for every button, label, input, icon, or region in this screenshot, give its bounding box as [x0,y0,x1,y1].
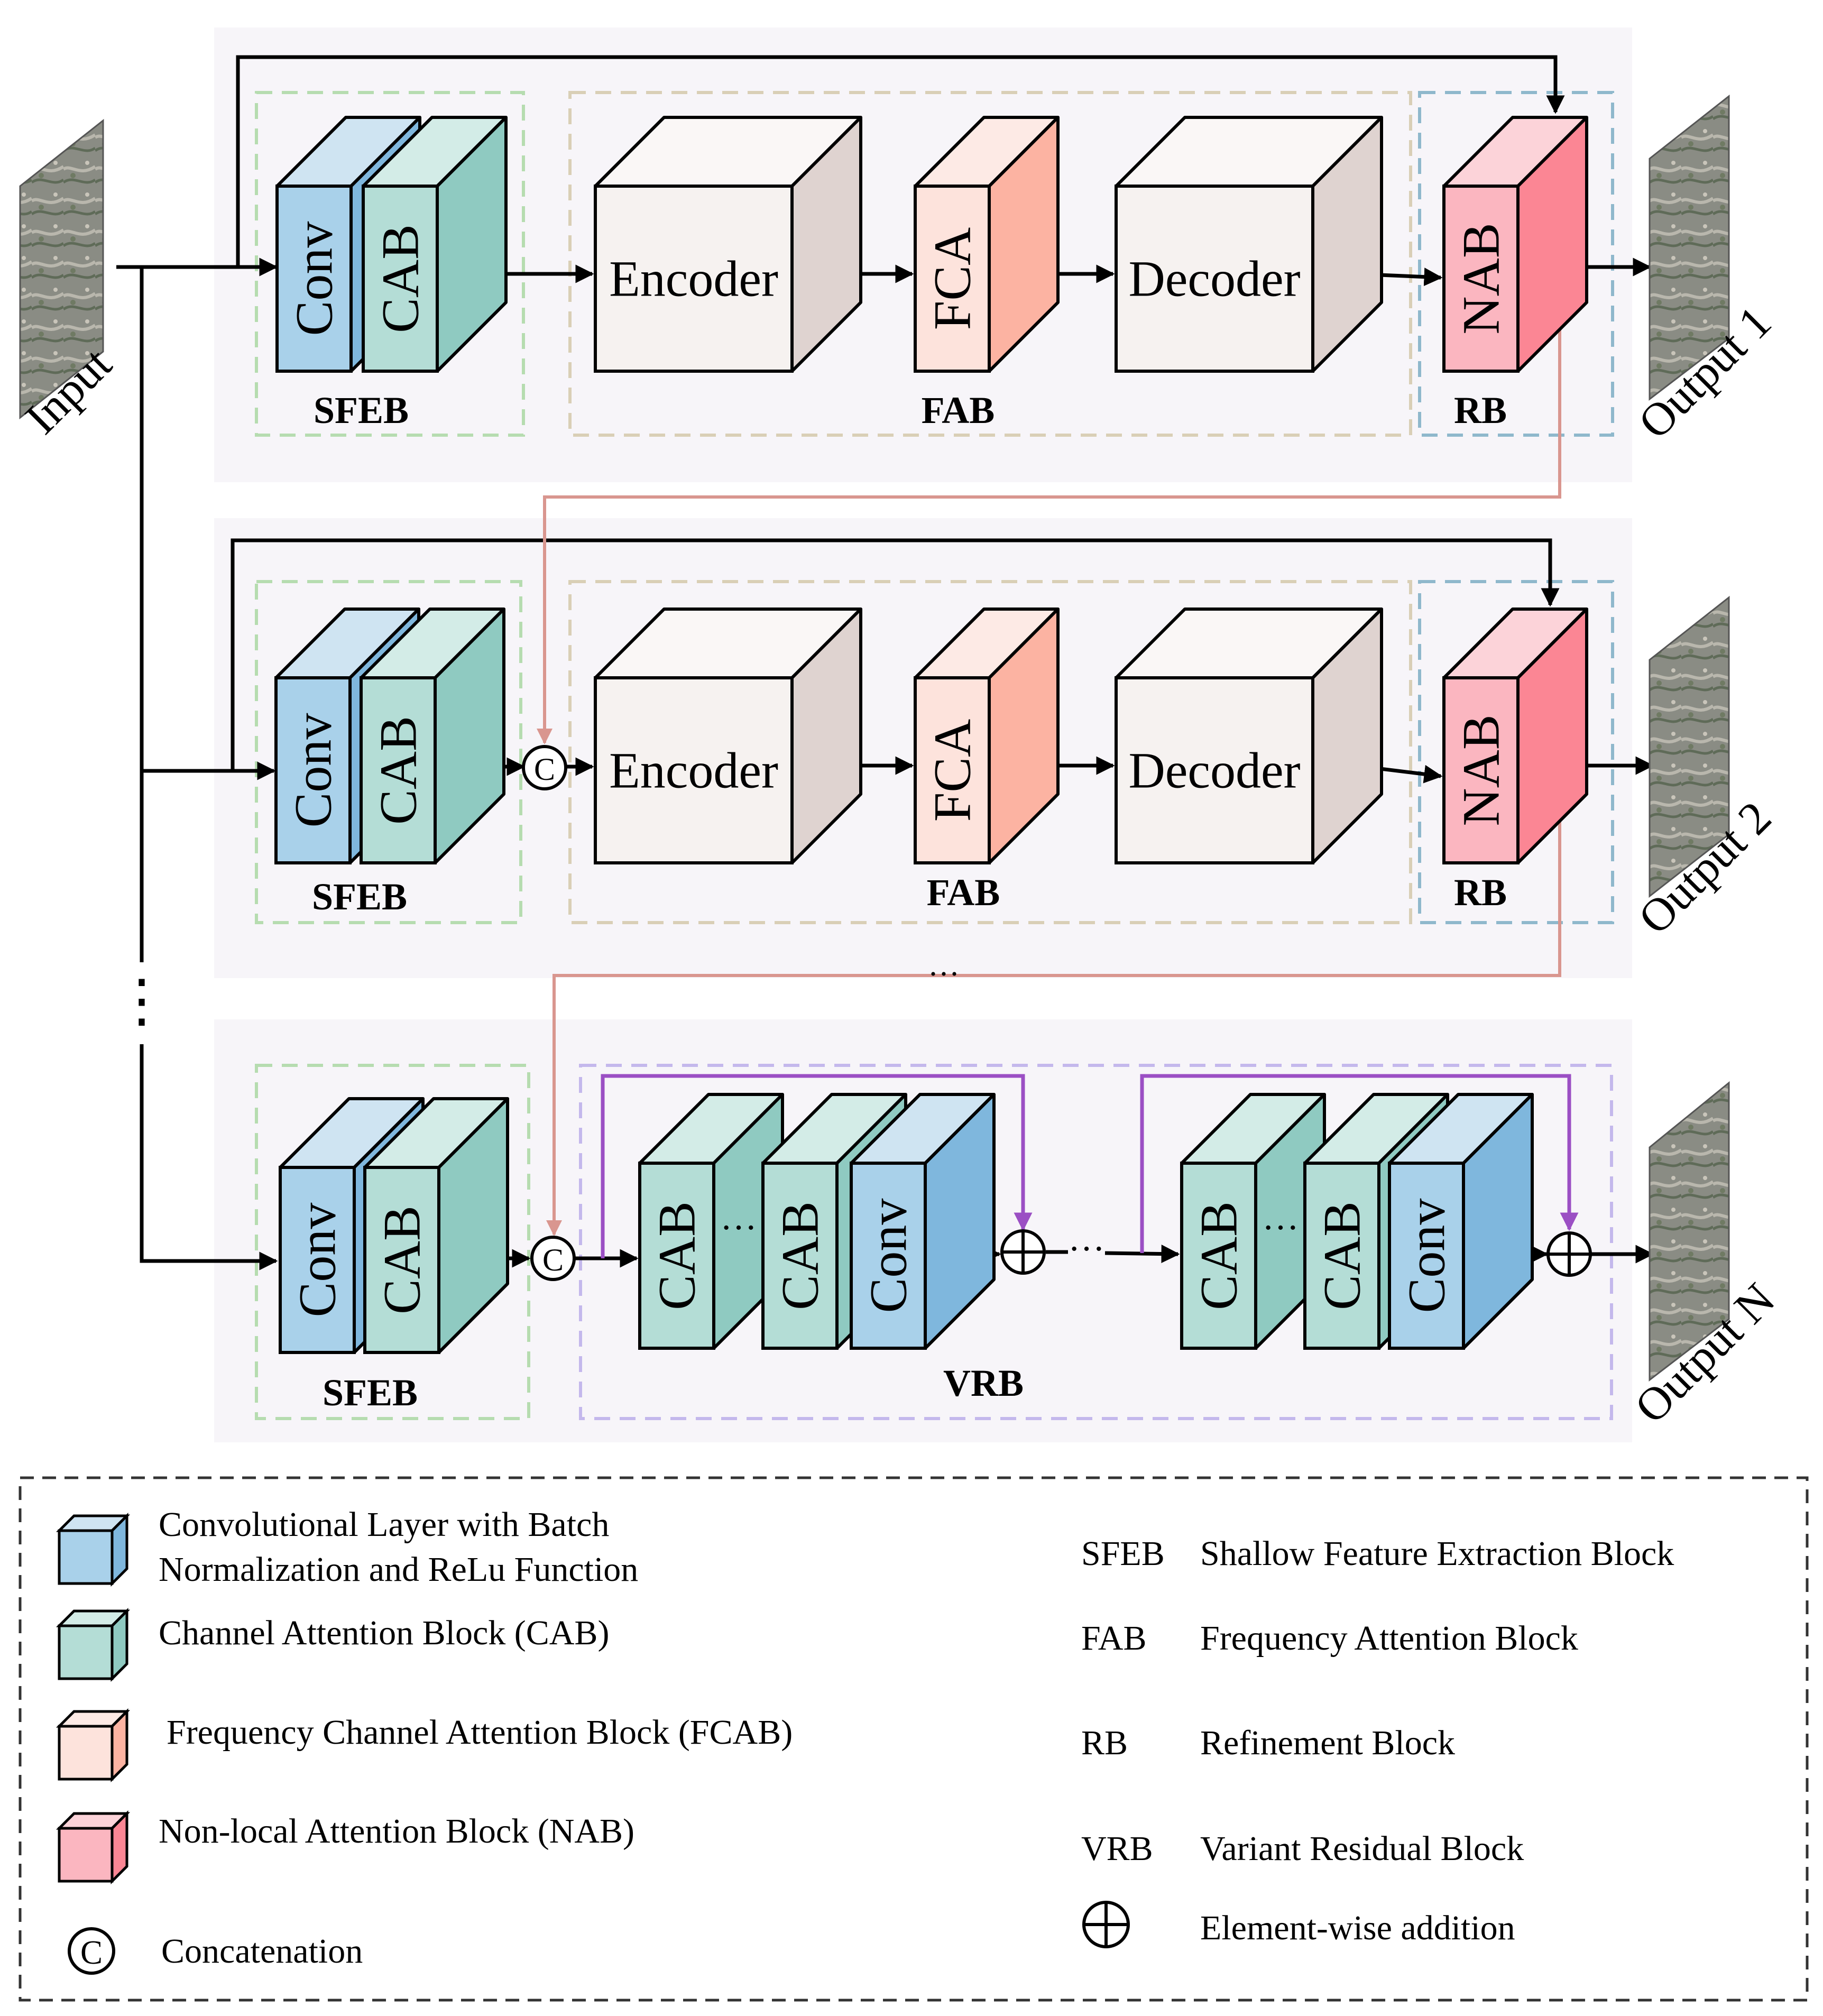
sfeb-group-1 [255,91,525,437]
concat-symbol-2: C [522,745,567,790]
skip-2 [231,538,1560,771]
legend-left-label-1: Convolutional Layer with Batch [159,1505,609,1544]
legend-right-label-4: Variant Residual Block [1200,1829,1524,1868]
vrb-conv-box-2: Conv [1388,1093,1534,1350]
legend-swatch-2 [56,1607,131,1682]
cab-box-2: CAB [360,607,505,864]
vrb-conv-box-2-label: Conv [1397,1199,1456,1313]
fca-box-2: FCA [914,607,1060,864]
vrb-cab-box-1-label: CAB [648,1201,706,1310]
legend-abbr-1: SFEB [1081,1534,1165,1573]
concat-symbol-3: C [530,1236,576,1281]
output-image-3 [1649,1081,1730,1382]
feedback-ellipsis: ··· [928,956,960,991]
legend-swatch-3 [56,1708,131,1783]
vrb-cab-box-3-label: CAB [1190,1201,1248,1310]
conv-box-1-label: Conv [285,222,344,336]
vrb-conv-box-1-label: Conv [859,1199,918,1313]
residual-1 [601,1074,1033,1258]
legend-abbr-3: RB [1081,1724,1128,1762]
flow-ellipsis: ··· [1068,1229,1105,1269]
nab-box-1-label: NAB [1452,223,1511,334]
legend-add-symbol [1082,1901,1130,1948]
vrb-group [579,1064,1613,1420]
concat-symbol-2-label: C [534,752,555,787]
trunk-lower [140,1044,278,1271]
legend-left-label-1-line2: Normalization and ReLu Function [159,1550,638,1589]
vrb-label: VRB [943,1362,1024,1404]
vrb-ellipsis-1: ··· [720,1208,757,1248]
output-image-2 [1649,595,1730,898]
legend-left-label-3: Frequency Channel Attention Block (FCAB) [167,1713,793,1752]
rb-group-2 [1418,580,1614,924]
nab-box-2-label: NAB [1452,714,1511,826]
legend-left-label-5: Concatenation [161,1932,363,1971]
rb-label-1: RB [1454,389,1507,431]
legend-right-label-2: Frequency Attention Block [1200,1619,1578,1658]
legend-concat-symbol: C [68,1927,115,1975]
fca-box-1-label: FCA [923,227,982,330]
legend-left-label-2: Channel Attention Block (CAB) [159,1614,609,1652]
legend-concat-symbol-label: C [80,1934,103,1971]
encoder-box-1: Encoder [594,116,862,373]
sfeb-label-2: SFEB [312,876,407,918]
vrb-conv-box-1: Conv [850,1093,996,1350]
sfeb-label-1: SFEB [314,389,409,431]
fab-group-2 [568,580,1412,924]
legend-swatch-1 [56,1512,131,1587]
trunk-vdots: ⋮ [113,969,171,1033]
sfeb-group-2 [255,580,522,924]
feedback-1 [537,323,1561,744]
rb-group-1 [1418,91,1614,437]
vrb-ellipsis-2: ··· [1262,1208,1299,1248]
sfeb-group-3 [255,1064,530,1420]
legend-right-label-1: Shallow Feature Extraction Block [1200,1534,1674,1573]
nab-box-2: NAB [1442,607,1588,864]
fab-label-2: FAB [927,871,1000,914]
add-symbol-2 [1546,1231,1592,1277]
conv-box-2-label: Conv [284,713,343,828]
input-image [19,118,104,420]
skip-1 [236,55,1565,267]
output-image-1 [1649,94,1730,401]
decoder-box-1: Decoder [1115,116,1383,373]
add-symbol-1 [1000,1229,1046,1275]
cab-box-2-label: CAB [369,716,428,825]
concat-symbol-3-label: C [542,1242,564,1277]
residual-2 [1140,1074,1579,1253]
decoder-box-1-label: Decoder [1128,251,1300,307]
legend-left-label-4: Non-local Attention Block (NAB) [159,1812,634,1851]
legend-box [19,1476,1809,2002]
fca-box-2-label: FCA [923,719,982,822]
vrb-cab-box-4-label: CAB [1313,1201,1371,1310]
feedback-2 [546,814,1561,1236]
decoder-box-2: Decoder [1115,607,1383,864]
cab-box-1: CAB [362,116,508,373]
sfeb-label-3: SFEB [323,1371,418,1414]
encoder-box-2-label: Encoder [609,742,778,799]
legend-swatch-4 [56,1810,131,1885]
fab-label-1: FAB [922,389,995,431]
conv-box-3-label: Conv [288,1203,347,1318]
vrb-cab-box-2-label: CAB [771,1201,830,1310]
cab-box-3: CAB [363,1097,509,1354]
legend-abbr-2: FAB [1081,1619,1147,1658]
cab-box-3-label: CAB [373,1205,431,1314]
rb-label-2: RB [1454,871,1507,914]
decoder-box-2-label: Decoder [1128,742,1300,799]
fab-group-1 [568,91,1412,437]
legend-right-label-3: Refinement Block [1200,1724,1455,1762]
to-vrb-cab3 [1104,1245,1180,1264]
legend-right-label-5: Element-wise addition [1200,1909,1515,1947]
fca-box-1: FCA [914,116,1060,373]
legend-abbr-4: VRB [1081,1829,1153,1868]
encoder-box-2: Encoder [594,607,862,864]
cab-box-1-label: CAB [371,224,430,333]
nab-box-1: NAB [1442,116,1588,373]
encoder-box-1-label: Encoder [609,251,778,307]
